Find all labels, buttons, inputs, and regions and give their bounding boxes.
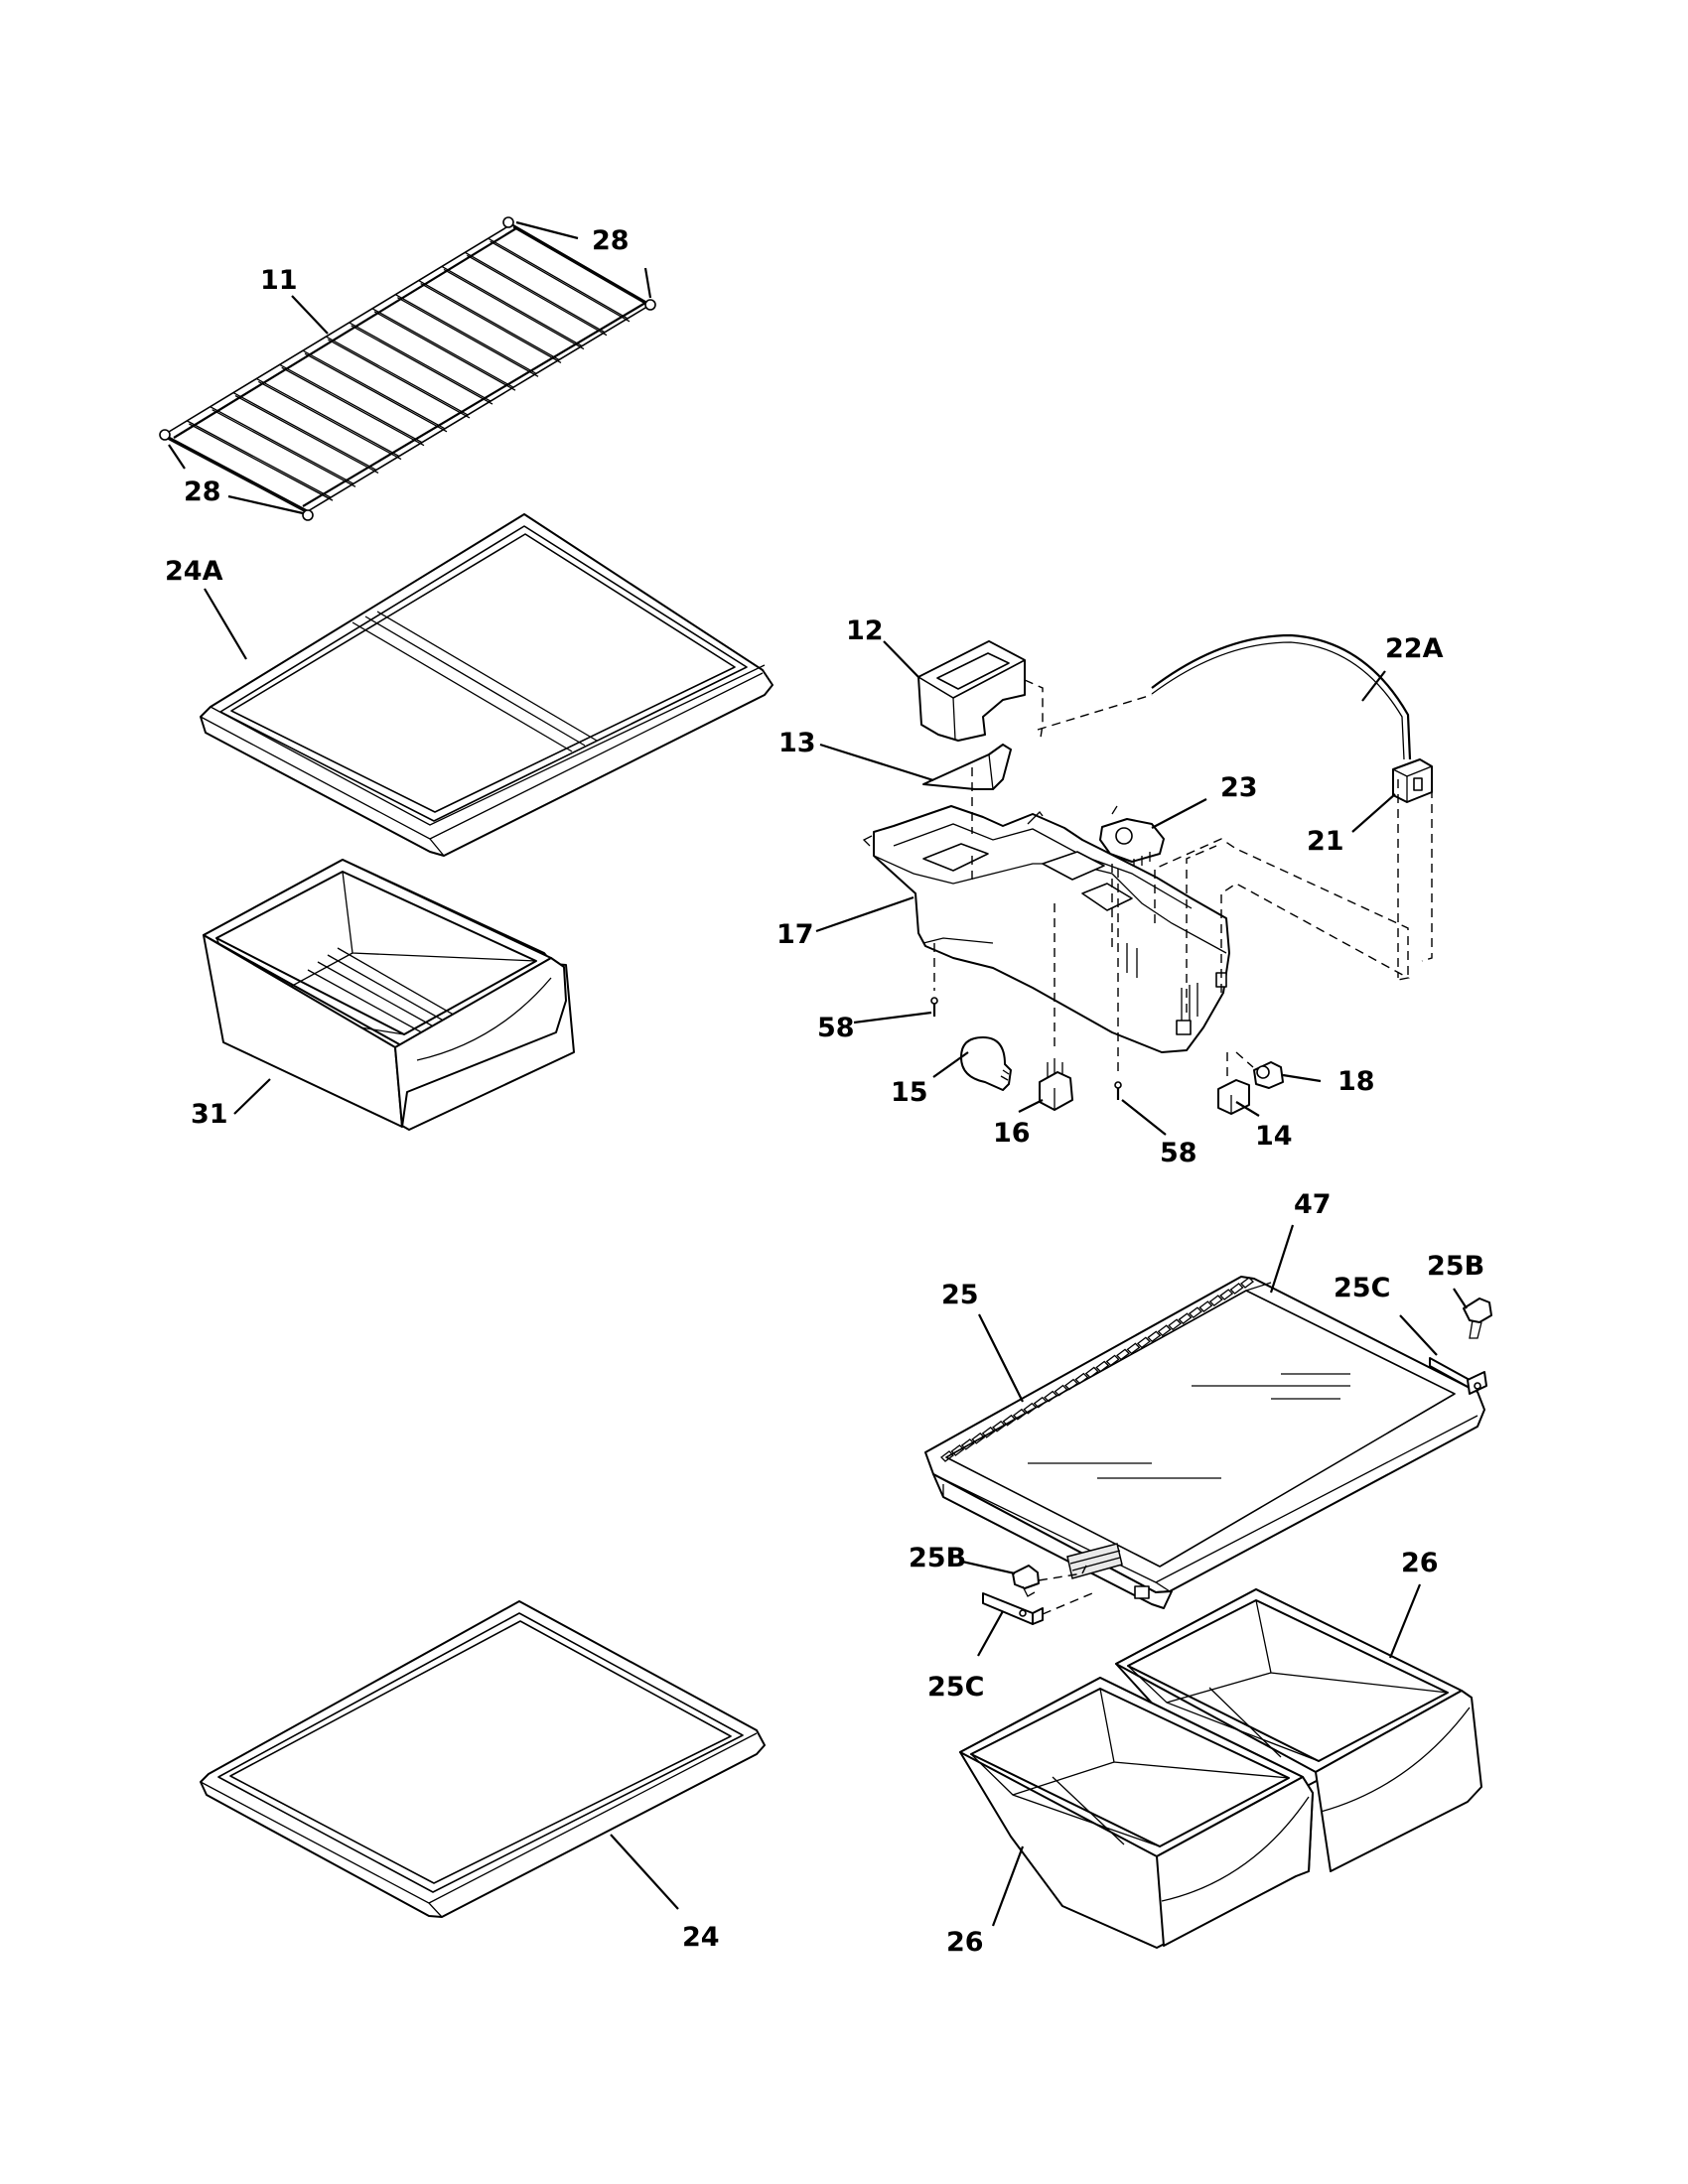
diffuser-part-13[interactable]: [922, 744, 1012, 790]
light-bulb-part-15[interactable]: [960, 1036, 1012, 1091]
crisper-pan-part-26-front[interactable]: [959, 1677, 1314, 1949]
label-25C-top: 25C: [1334, 1273, 1390, 1303]
label-47: 47: [1294, 1189, 1332, 1220]
glass-shelf-part-47[interactable]: [924, 1276, 1485, 1593]
assembly-guide-lines-upper: [933, 679, 1433, 1077]
crisper-pan-part-26-back[interactable]: [1115, 1588, 1482, 1872]
clip-part-25C-middle[interactable]: [982, 1592, 1044, 1625]
label-25C-middle: 25C: [927, 1672, 984, 1703]
label-16: 16: [993, 1118, 1031, 1149]
label-21: 21: [1307, 826, 1344, 857]
screw-part-58-left[interactable]: [930, 997, 938, 1017]
shelf-frame-part-25[interactable]: [932, 1277, 1254, 1609]
glass-shelf-part-24A[interactable]: [200, 513, 774, 857]
label-17: 17: [776, 919, 814, 950]
label-15: 15: [891, 1077, 928, 1108]
assembly-guide-lines-lower: [1038, 1563, 1093, 1615]
connector-part-21[interactable]: [1392, 758, 1433, 803]
glass-shelf-part-24[interactable]: [200, 1600, 766, 1918]
clip-part-25C-top[interactable]: [1429, 1357, 1487, 1395]
screw-part-58-right[interactable]: [1114, 1081, 1122, 1100]
label-28-top: 28: [592, 225, 630, 256]
label-23: 23: [1220, 772, 1258, 803]
label-11: 11: [260, 265, 298, 296]
switch-part-14[interactable]: [1217, 1079, 1250, 1115]
light-housing-part-17[interactable]: [862, 805, 1230, 1053]
vent-part-12[interactable]: [917, 640, 1026, 742]
switch-part-18[interactable]: [1253, 1061, 1284, 1089]
label-25B-middle: 25B: [909, 1543, 966, 1573]
control-part-23[interactable]: [1099, 805, 1165, 869]
drawer-part-31[interactable]: [203, 859, 575, 1131]
callout-leader-lines: [168, 220, 1468, 1927]
label-22A: 22A: [1385, 633, 1444, 664]
label-25B-top: 25B: [1427, 1251, 1484, 1282]
wire-shelf-part-11[interactable]: [159, 216, 656, 521]
part-labels: 11 28 28 24A 31 12 13 22A 23 21 17 58 15…: [165, 225, 1484, 1958]
label-12: 12: [846, 615, 884, 646]
label-58-right: 58: [1160, 1138, 1197, 1168]
socket-part-16[interactable]: [1039, 1058, 1073, 1111]
label-24A: 24A: [165, 556, 223, 587]
label-28-bottom: 28: [184, 477, 221, 507]
label-31: 31: [191, 1099, 228, 1130]
wire-harness-part-22A[interactable]: [1151, 633, 1412, 760]
clip-part-25B-middle[interactable]: [1012, 1565, 1040, 1597]
label-25: 25: [941, 1280, 979, 1310]
clip-part-25B-top[interactable]: [1463, 1297, 1492, 1339]
label-24: 24: [682, 1922, 720, 1953]
label-14: 14: [1255, 1121, 1293, 1152]
label-58-left: 58: [817, 1013, 855, 1043]
label-13: 13: [778, 728, 816, 758]
label-18: 18: [1337, 1066, 1375, 1097]
label-26-bottom: 26: [946, 1927, 984, 1958]
label-26-top: 26: [1401, 1548, 1439, 1578]
